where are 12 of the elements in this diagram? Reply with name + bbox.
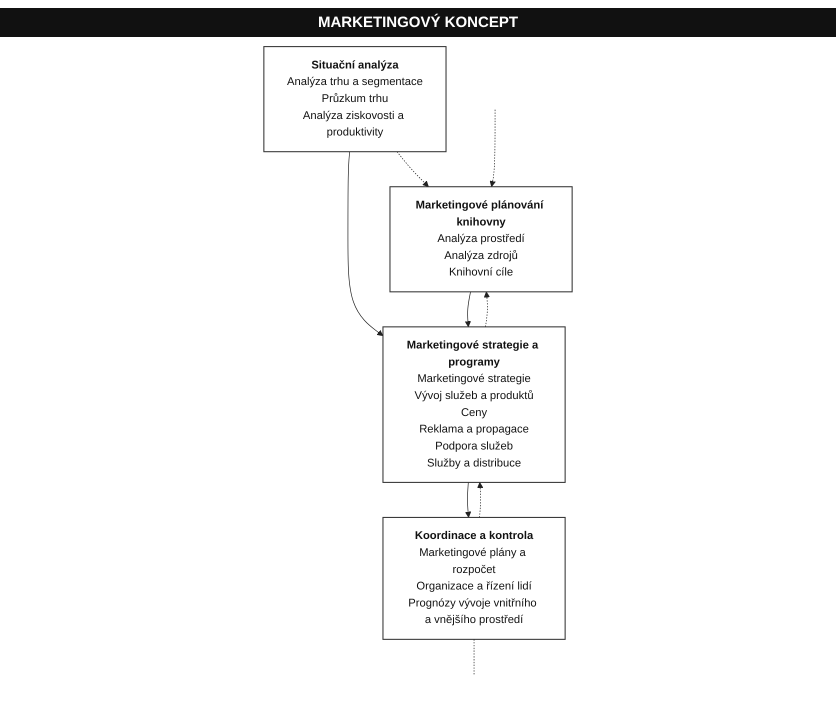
node-box: Marketingové plánování knihovny Analýza prostředí Analýza zdrojů Knihovní cíle <box>389 186 573 292</box>
arrow <box>465 482 472 518</box>
node-box: Marketingové strategie a programy Marketingové strategie Vývoj služeb a produktů Ceny Reklama a propagace Podpora služeb Služby a distribuce <box>382 326 566 483</box>
node-box: Situační analýza Analýza trhu a segmentace Průzkum trhu Analýza ziskovosti a produktivity <box>263 46 447 152</box>
arrow <box>396 151 429 188</box>
arrow <box>484 292 490 328</box>
node-box: Koordinace a kontrola Marketingové plány a rozpočet Organizace a řízení lidí Prognózy vývoje vnitřního a vnějšího prostředí <box>382 516 566 640</box>
arrow <box>477 482 484 518</box>
arrow <box>348 151 384 336</box>
arrow <box>490 109 496 188</box>
arrow <box>464 291 471 328</box>
title-bar: MARKETINGOVÝ KONCEPT <box>0 8 836 37</box>
